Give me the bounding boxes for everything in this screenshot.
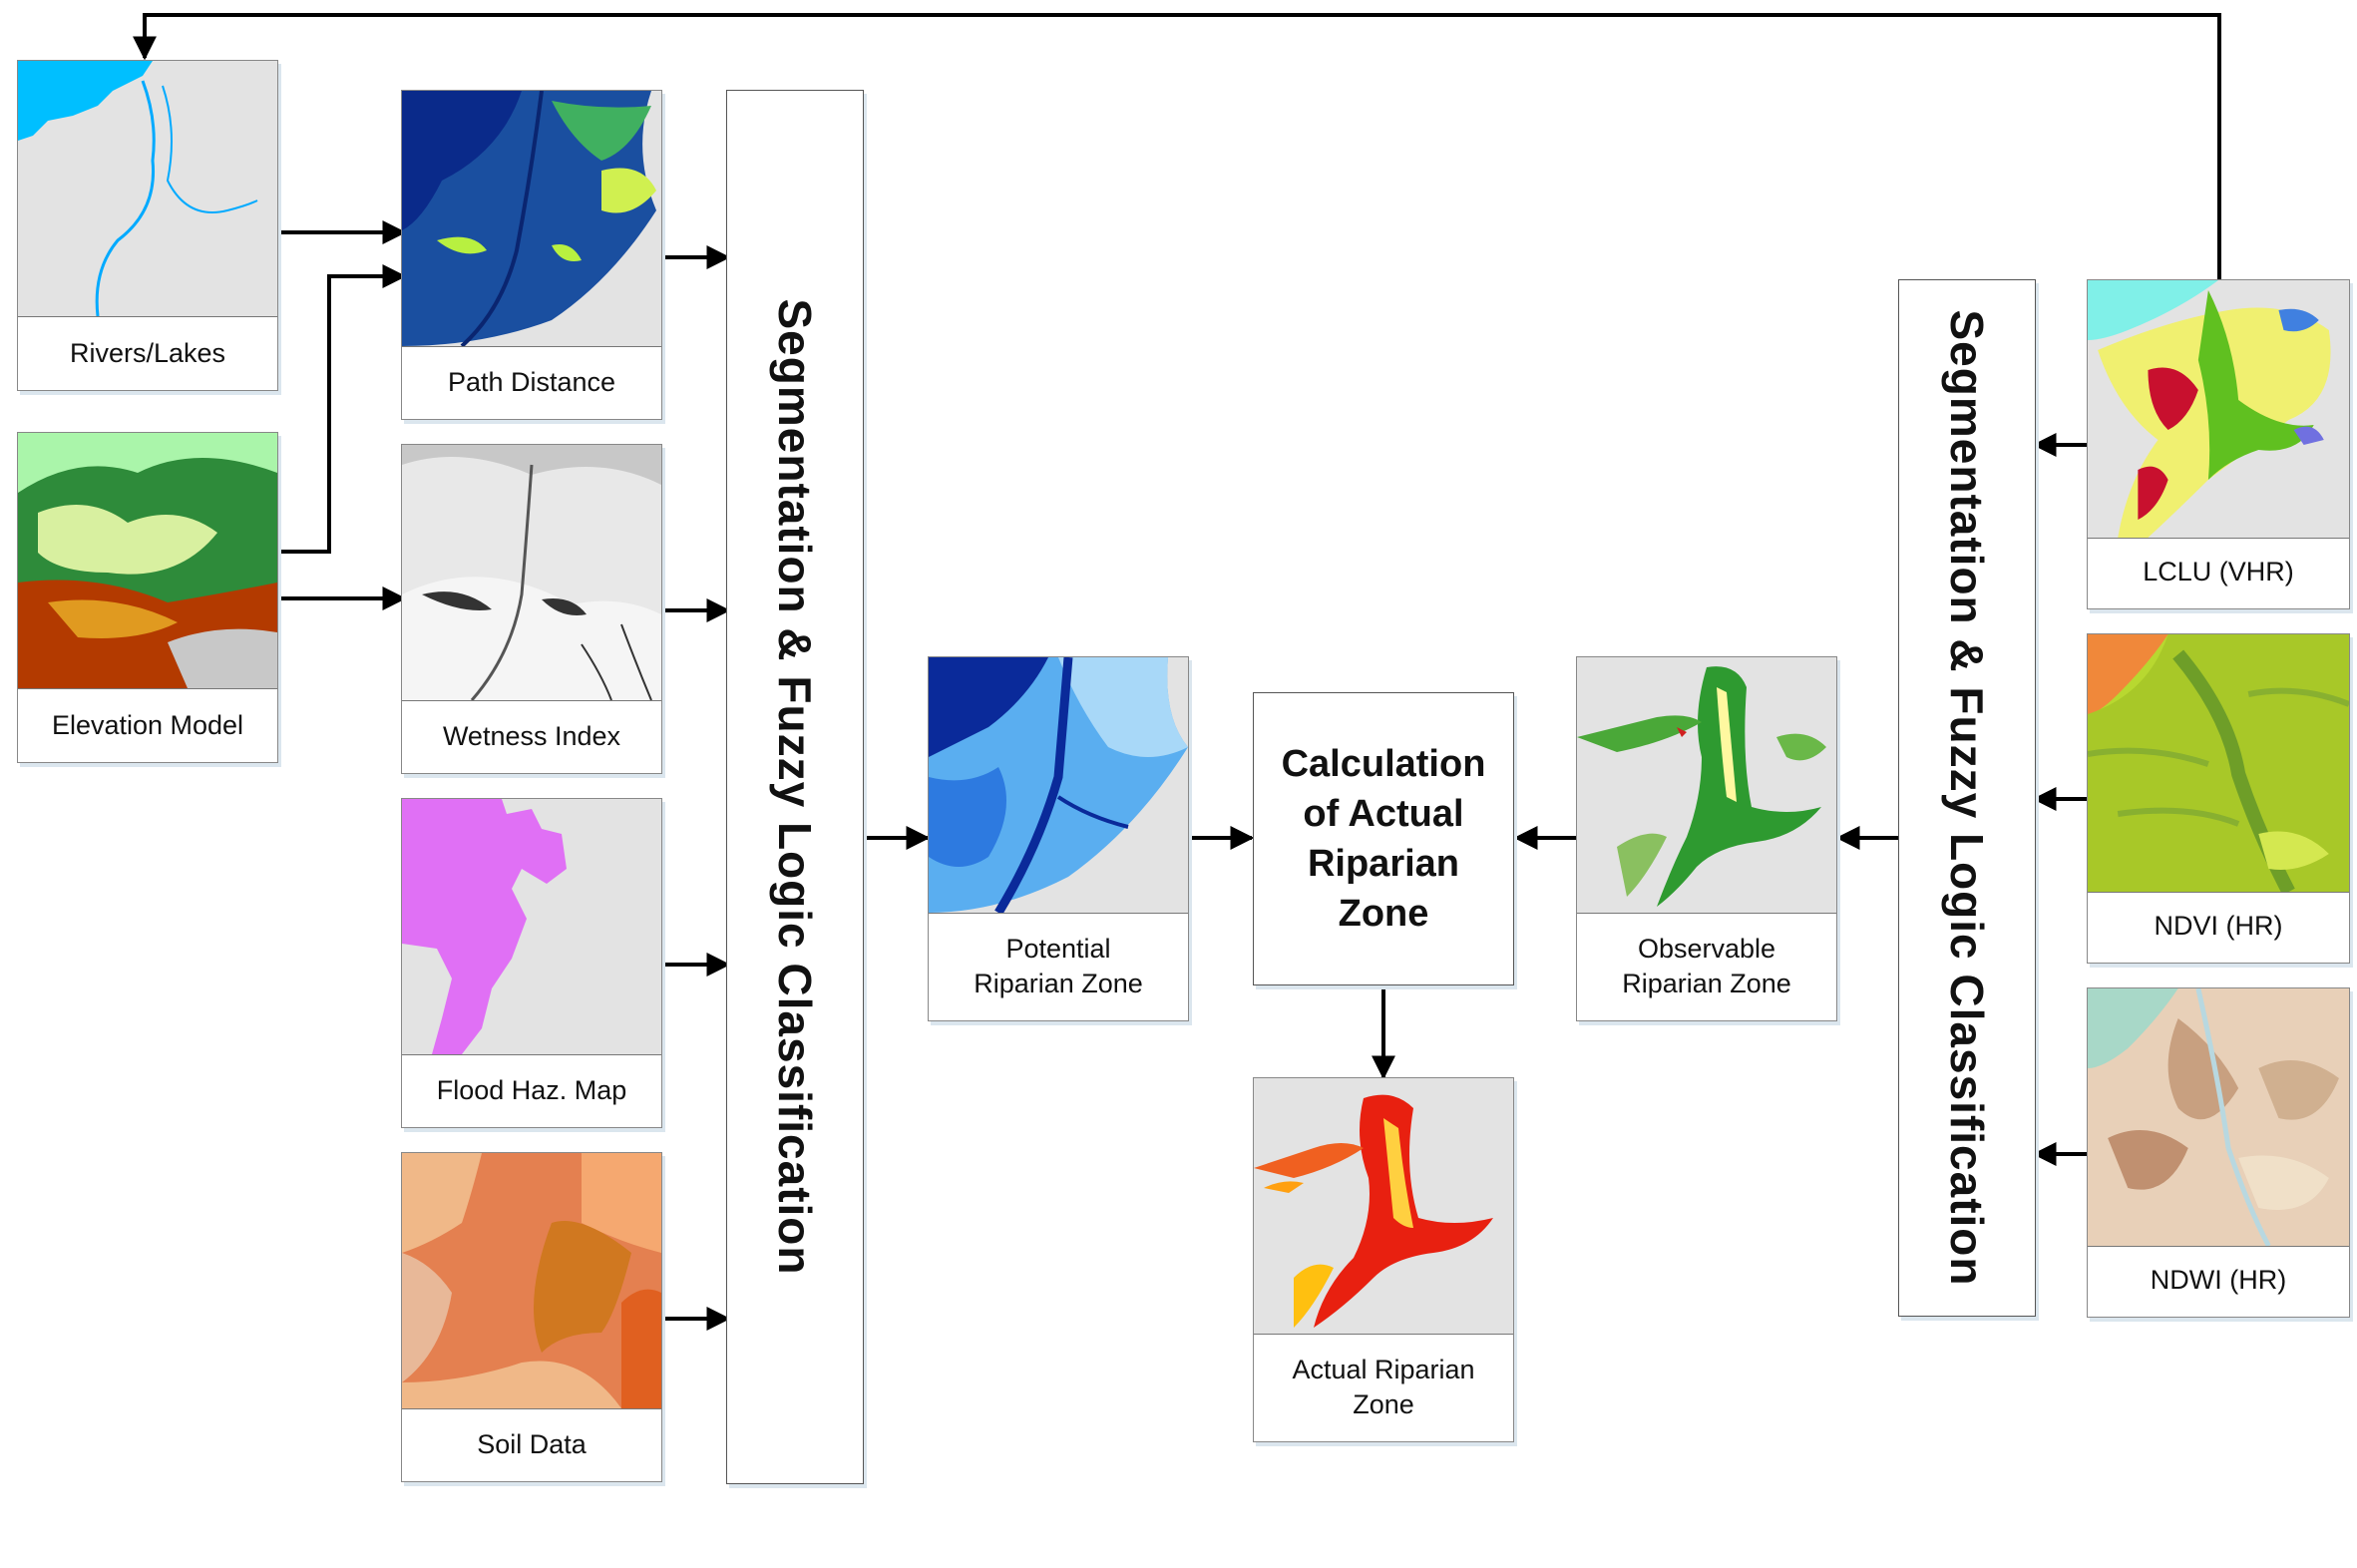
actual-riparian-zone-card: Actual Riparian Zone (1253, 1077, 1514, 1442)
actual-riparian-zone-label: Actual Riparian Zone (1254, 1334, 1513, 1441)
calc-line-3: Riparian (1307, 843, 1460, 885)
segmentation-label-left: Segmentation & Fuzzy Logic Classificatio… (769, 298, 821, 1276)
calc-line-2: of Actual (1303, 793, 1464, 835)
potential-riparian-zone-label: Potential Riparian Zone (929, 913, 1188, 1020)
calc-line-1: Calculation (1281, 743, 1486, 785)
lclu-vhr-map (2088, 280, 2349, 539)
elevation-model-map (18, 433, 277, 689)
soil-data-card: Soil Data (401, 1152, 662, 1482)
ndwi-hr-card: NDWI (HR) (2087, 987, 2350, 1318)
flood-haz-map-card: Flood Haz. Map (401, 798, 662, 1128)
actual-zone-line-1: Actual Riparian (1292, 1355, 1475, 1384)
arrow-elev-to-path (277, 264, 407, 554)
observable-riparian-zone-label: Observable Riparian Zone (1577, 913, 1836, 1020)
segmentation-classification-left: Segmentation & Fuzzy Logic Classificatio… (726, 90, 864, 1484)
elevation-model-card: Elevation Model (17, 432, 278, 763)
flood-haz-map-label: Flood Haz. Map (436, 1075, 627, 1105)
potential-zone-line-1: Potential (1005, 934, 1111, 964)
wetness-index-label: Wetness Index (442, 721, 621, 751)
segmentation-classification-right: Segmentation & Fuzzy Logic Classificatio… (1898, 279, 2036, 1317)
rivers-lakes-label: Rivers/Lakes (69, 337, 226, 368)
calculation-text: Calculation of Actual Riparian Zone (1282, 739, 1486, 939)
path-distance-label: Path Distance (447, 367, 616, 397)
flood-haz-map-map (402, 799, 661, 1055)
ndwi-hr-map (2088, 988, 2349, 1247)
potential-riparian-zone-card: Potential Riparian Zone (928, 656, 1189, 1021)
elevation-model-label: Elevation Model (51, 709, 244, 740)
observable-riparian-zone-card: Observable Riparian Zone (1576, 656, 1837, 1021)
calc-line-4: Zone (1338, 893, 1429, 935)
segmentation-label-right: Segmentation & Fuzzy Logic Classificatio… (1941, 309, 1993, 1287)
ndvi-hr-card: NDVI (HR) (2087, 633, 2350, 964)
potential-riparian-zone-map (929, 657, 1188, 914)
potential-zone-line-2: Riparian Zone (974, 969, 1143, 998)
wetness-index-map (402, 445, 661, 701)
actual-riparian-zone-map (1254, 1078, 1513, 1335)
observable-riparian-zone-map (1577, 657, 1836, 914)
soil-data-map (402, 1153, 661, 1409)
actual-zone-line-2: Zone (1353, 1389, 1414, 1419)
ndvi-hr-map (2088, 634, 2349, 893)
soil-data-label: Soil Data (477, 1429, 587, 1459)
rivers-lakes-map (18, 61, 277, 317)
path-distance-map (402, 91, 661, 347)
calculation-box: Calculation of Actual Riparian Zone (1253, 692, 1514, 985)
observable-zone-line-2: Riparian Zone (1622, 969, 1791, 998)
lclu-vhr-card: LCLU (VHR) (2087, 279, 2350, 609)
observable-zone-line-1: Observable (1637, 934, 1776, 964)
rivers-lakes-card: Rivers/Lakes (17, 60, 278, 391)
arrow-feedback-loop (133, 13, 2221, 279)
path-distance-card: Path Distance (401, 90, 662, 420)
ndvi-hr-label: NDVI (HR) (2154, 911, 2283, 941)
ndwi-hr-label: NDWI (HR) (2150, 1265, 2287, 1295)
wetness-index-card: Wetness Index (401, 444, 662, 774)
lclu-vhr-label: LCLU (VHR) (2143, 557, 2294, 587)
